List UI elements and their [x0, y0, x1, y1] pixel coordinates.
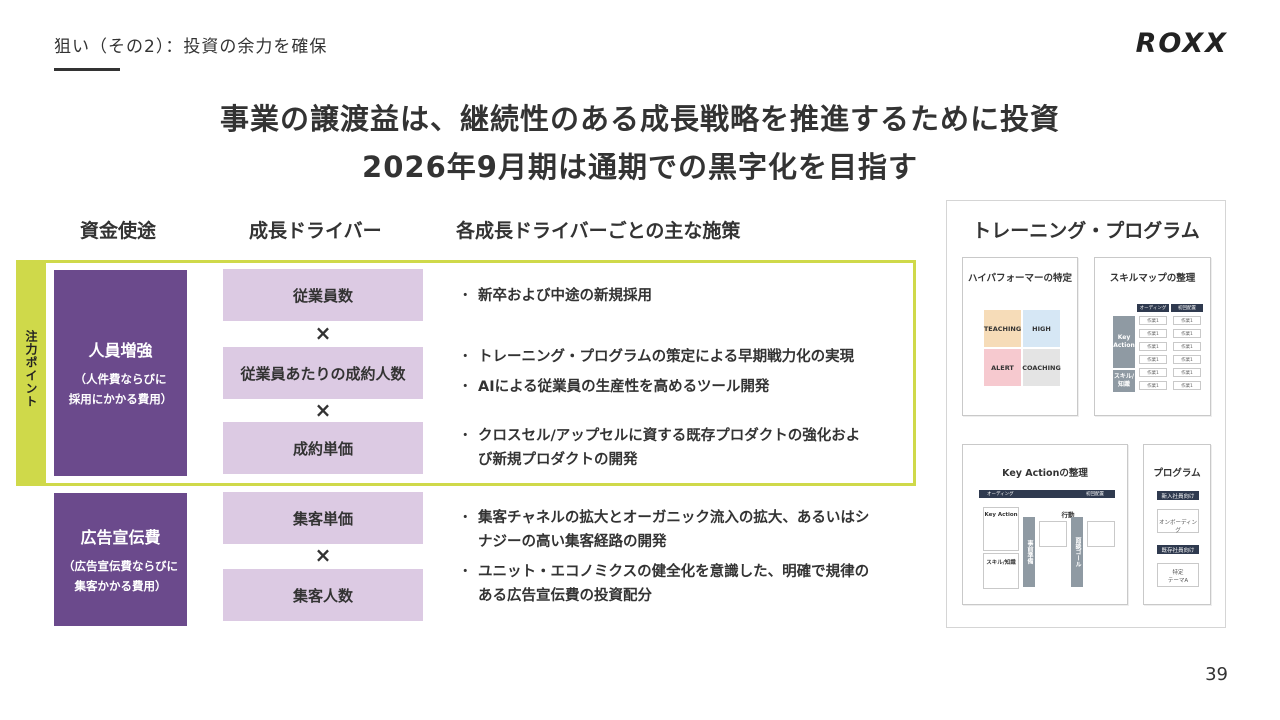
driver-box: 従業員あたりの成約人数 [223, 347, 423, 399]
column-header-drivers: 成長ドライバー [249, 220, 382, 242]
key-action-bar-right: 初回配置 [1075, 490, 1115, 498]
focus-point-tab: 注力ポイント [16, 260, 46, 486]
headline-line-2: 2026年9月期は通期での黒字化を目指す [362, 150, 918, 184]
skill-map-cell: 作業1 [1139, 381, 1167, 390]
skill-map-cell: 作業1 [1173, 355, 1201, 364]
program-item-text: 特定 [1172, 570, 1184, 576]
roxx-logo: ROXX [1135, 28, 1228, 59]
bullet-text: ユニット・エコノミクスの健全化を意識した、明確で規律の [478, 564, 870, 580]
bullet-mark: ・ [458, 428, 473, 444]
skill-map-header: オーディング [1137, 304, 1169, 312]
usage-box-staffing: 人員増強 （人件費ならびに 採用にかかる費用） [54, 270, 187, 476]
bullet-mark: ・ [458, 349, 473, 365]
program-item-box: オンボーディング [1157, 509, 1199, 534]
skill-knowledge-box: スキル/知識 [983, 553, 1019, 589]
bullet-mark: ・ [458, 288, 473, 304]
bullet-text: 集客チャネルの拡大とオーガニック流入の拡大、あるいはシ [478, 510, 870, 526]
multiply-sign: × [314, 398, 332, 422]
skill-map-cell: 作業1 [1139, 342, 1167, 351]
skill-map-cell: 作業1 [1173, 368, 1201, 377]
focus-point-frame [44, 260, 916, 486]
card-title: スキルマップの整理 [1109, 273, 1196, 284]
key-action-label-action: 行動 [1061, 511, 1075, 519]
quadrant-alert: ALERT [984, 349, 1021, 386]
usage-title: 広告宣伝費 [80, 527, 161, 547]
column-header-usage: 資金使途 [80, 220, 157, 242]
bullet-text: 新卒および中途の新規採用 [478, 288, 652, 304]
usage-note: （広告宣伝費ならびに [63, 558, 178, 573]
training-program-title: トレーニング・プログラム [972, 220, 1200, 242]
program-label-existing: 既存社員向け [1157, 545, 1199, 554]
card-title: Key Actionの整理 [1002, 468, 1088, 479]
usage-box-advertising: 広告宣伝費 （広告宣伝費ならびに 集客かかる費用） [54, 493, 187, 626]
skill-map-cell: 作業1 [1139, 355, 1167, 364]
key-action-bar-left: オーディング [979, 490, 1075, 498]
measure-bullet: ・新卒および中途の新規採用 [458, 284, 652, 308]
subtitle-underline [54, 68, 120, 71]
multiply-sign: × [314, 321, 332, 345]
program-label-new: 新入社員向け [1157, 491, 1199, 500]
bullet-text-continued: び新規プロダクトの開発 [478, 452, 638, 468]
program-item-text: オンボーディング [1158, 520, 1198, 534]
skill-map-cell: 作業1 [1139, 329, 1167, 338]
skill-map-row-label: スキル/知識 [1113, 370, 1135, 392]
quadrant-high: HIGH [1023, 310, 1060, 347]
skill-map-row-label: Key Action [1113, 316, 1135, 368]
measure-bullet: ・ユニット・エコノミクスの健全化を意識した、明確で規律の ある広告宣伝費の投資配… [458, 560, 869, 608]
measure-bullet: ・クロスセル/アップセルに資する既存プロダクトの強化およ び新規プロダクトの開発 [458, 424, 860, 472]
usage-note: 採用にかかる費用） [68, 392, 173, 406]
column-header-measures: 各成長ドライバーごとの主な施策 [456, 220, 741, 242]
focus-point-label: 注力ポイント [24, 330, 38, 408]
slide-subtitle: 狙い（その2）：投資の余力を確保 [54, 37, 328, 57]
skill-map-cell: 作業1 [1139, 316, 1167, 325]
bullet-text: クロスセル/アップセルに資する既存プロダクトの強化およ [478, 428, 861, 444]
bullet-text: AIによる従業員の生産性を高めるツール開発 [478, 379, 770, 395]
driver-box: 集客人数 [223, 569, 423, 621]
pre-preparation-bar: 事前準備 [1023, 517, 1035, 587]
skill-map-header: 初回配置 [1171, 304, 1203, 312]
key-action-box: Key Action [983, 507, 1019, 551]
bullet-mark: ・ [458, 510, 473, 526]
skill-map-cell: 作業1 [1139, 368, 1167, 377]
headline-line-1: 事業の譲渡益は、継続性のある成長戦略を推進するために投資 [219, 102, 1060, 136]
skill-map-cell: 作業1 [1173, 381, 1201, 390]
usage-note: 集客かかる費用） [74, 578, 167, 593]
usage-title: 人員増強 [88, 341, 153, 360]
skill-map-cell: 作業1 [1173, 316, 1201, 325]
measure-bullet: ・トレーニング・プログラムの策定による早期戦力化の実現 [458, 345, 854, 369]
quadrant-teaching: TEACHING [984, 310, 1021, 347]
measure-bullet: ・集客チャネルの拡大とオーガニック流入の拡大、あるいはシ ナジーの高い集客経路の… [458, 506, 869, 554]
driver-box: 集客単価 [223, 492, 423, 544]
bullet-text-continued: ある広告宣伝費の投資配分 [478, 588, 652, 604]
card-key-action: Key Actionの整理 オーディング 初回配置 行動 Key Action … [962, 444, 1128, 605]
bullet-mark: ・ [458, 379, 473, 395]
key-action-text-block [1039, 521, 1067, 547]
card-title: ハイパフォーマーの特定 [967, 273, 1073, 284]
driver-box: 従業員数 [223, 269, 423, 321]
key-action-text-block [1087, 521, 1115, 547]
usage-note: （人件費ならびに [74, 372, 167, 386]
bullet-mark: ・ [458, 564, 473, 580]
card-skill-map: スキルマップの整理 オーディング 初回配置 Key Action スキル/知識 … [1094, 257, 1211, 416]
key-action-box-label: Key Action [984, 512, 1018, 518]
card-title: プログラム [1153, 468, 1201, 479]
multiply-sign: × [314, 543, 332, 567]
bullet-text: トレーニング・プログラムの策定による早期戦力化の実現 [478, 349, 855, 365]
card-program: プログラム 新入社員向け オンボーディング 既存社員向け 特定 テーマA [1143, 444, 1211, 605]
card-high-performer: ハイパフォーマーの特定 TEACHING HIGH ALERT COACHING [962, 257, 1078, 416]
skill-map-cell: 作業1 [1173, 342, 1201, 351]
program-item-box: 特定 テーマA [1157, 563, 1199, 587]
quadrant-coaching: COACHING [1022, 349, 1061, 386]
skill-knowledge-box-label: スキル/知識 [986, 560, 1016, 566]
measure-bullet: ・ AIによる従業員の生産性を高めるツール開発 [458, 375, 769, 399]
driver-box: 成約単価 [223, 422, 423, 474]
bullet-text-continued: ナジーの高い集客経路の開発 [478, 534, 667, 550]
meeting-goal-bar: 面談ゴール [1071, 517, 1083, 587]
page-number: 39 [1205, 664, 1228, 685]
skill-map-cell: 作業1 [1173, 329, 1201, 338]
program-item-text: テーマA [1167, 578, 1189, 584]
